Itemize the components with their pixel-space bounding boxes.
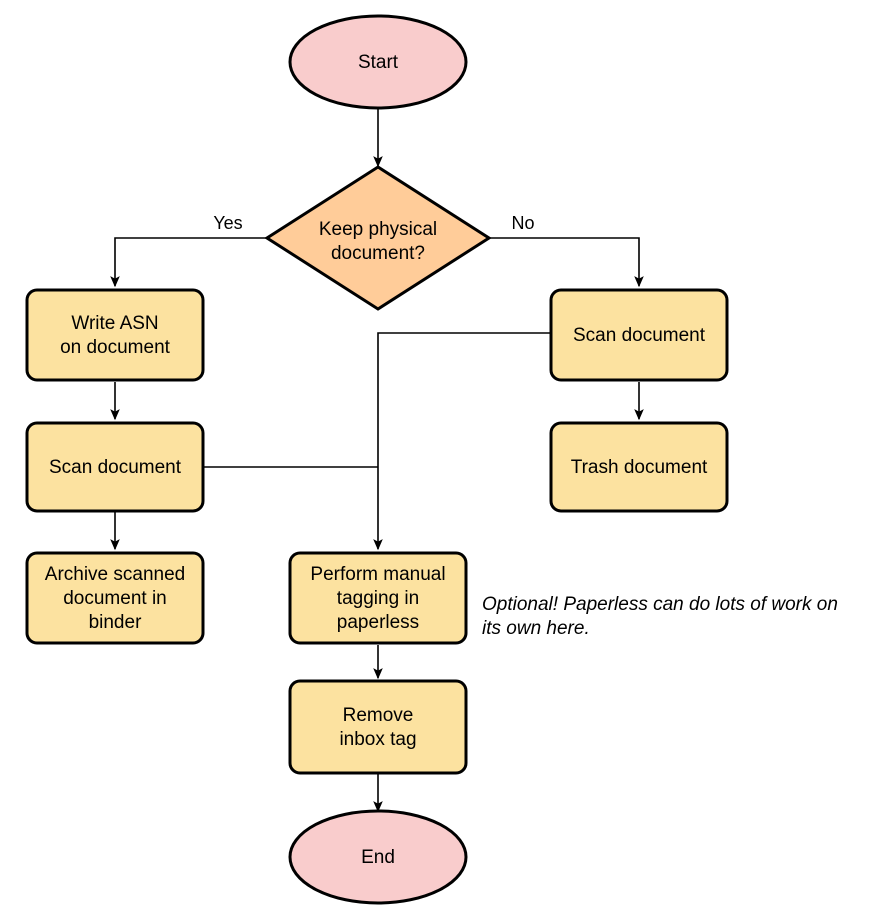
node-archive-scanned-document[interactable]: Archive scanned document in binder bbox=[25, 551, 205, 645]
remove-inbox-label-line2: inbox tag bbox=[339, 729, 416, 750]
tagging-label-line3: paperless bbox=[337, 612, 419, 633]
edge-decision-yes-to-write-asn bbox=[110, 237, 267, 288]
remove-inbox-label-line1: Remove bbox=[343, 705, 414, 726]
scan-left-label: Scan document bbox=[49, 457, 182, 478]
start-ellipse bbox=[288, 14, 468, 110]
start-label: Start bbox=[358, 52, 399, 73]
node-trash-document[interactable]: Trash document bbox=[549, 421, 729, 513]
tagging-box bbox=[288, 551, 468, 645]
node-scan-document-right[interactable]: Scan document bbox=[549, 288, 729, 382]
end-label: End bbox=[361, 847, 395, 868]
end-ellipse bbox=[288, 809, 468, 905]
decision-label-line1: Keep physical bbox=[319, 219, 437, 240]
scan-right-label: Scan document bbox=[573, 325, 706, 346]
trash-box bbox=[549, 421, 729, 513]
edge-scan-right-to-tagging bbox=[373, 332, 551, 551]
node-start[interactable]: Start bbox=[288, 14, 468, 110]
edge-label-no: No bbox=[511, 213, 534, 233]
archive-label-line1: Archive scanned bbox=[45, 564, 185, 585]
node-remove-inbox-tag[interactable]: Remove inbox tag bbox=[288, 679, 468, 775]
remove-inbox-box bbox=[288, 679, 468, 775]
tagging-label-line2: tagging in bbox=[337, 588, 419, 609]
write-asn-box bbox=[25, 288, 205, 382]
write-asn-label-line2: on document bbox=[60, 337, 171, 358]
node-perform-manual-tagging[interactable]: Perform manual tagging in paperless bbox=[288, 551, 468, 645]
scan-left-box bbox=[25, 421, 205, 513]
optional-note-line2: its own here. bbox=[482, 618, 590, 639]
node-end[interactable]: End bbox=[288, 809, 468, 905]
trash-label: Trash document bbox=[571, 457, 708, 478]
archive-box bbox=[25, 551, 205, 645]
scan-right-box bbox=[549, 288, 729, 382]
node-scan-document-left[interactable]: Scan document bbox=[25, 421, 205, 513]
node-decision-keep-physical-document[interactable]: Keep physical document? bbox=[264, 165, 492, 311]
tagging-label-line1: Perform manual bbox=[310, 564, 445, 585]
edge-label-yes: Yes bbox=[213, 213, 242, 233]
node-write-asn-on-document[interactable]: Write ASN on document bbox=[25, 288, 205, 382]
optional-note-line1: Optional! Paperless can do lots of work … bbox=[482, 594, 838, 615]
annotation-optional-note: Optional! Paperless can do lots of work … bbox=[482, 594, 838, 639]
write-asn-label-line1: Write ASN bbox=[71, 313, 158, 334]
archive-label-line2: document in bbox=[63, 588, 167, 609]
decision-label-line2: document? bbox=[331, 243, 425, 264]
decision-diamond bbox=[264, 165, 492, 311]
archive-label-line3: binder bbox=[89, 612, 142, 633]
edge-decision-no-to-scan-right bbox=[489, 237, 644, 288]
